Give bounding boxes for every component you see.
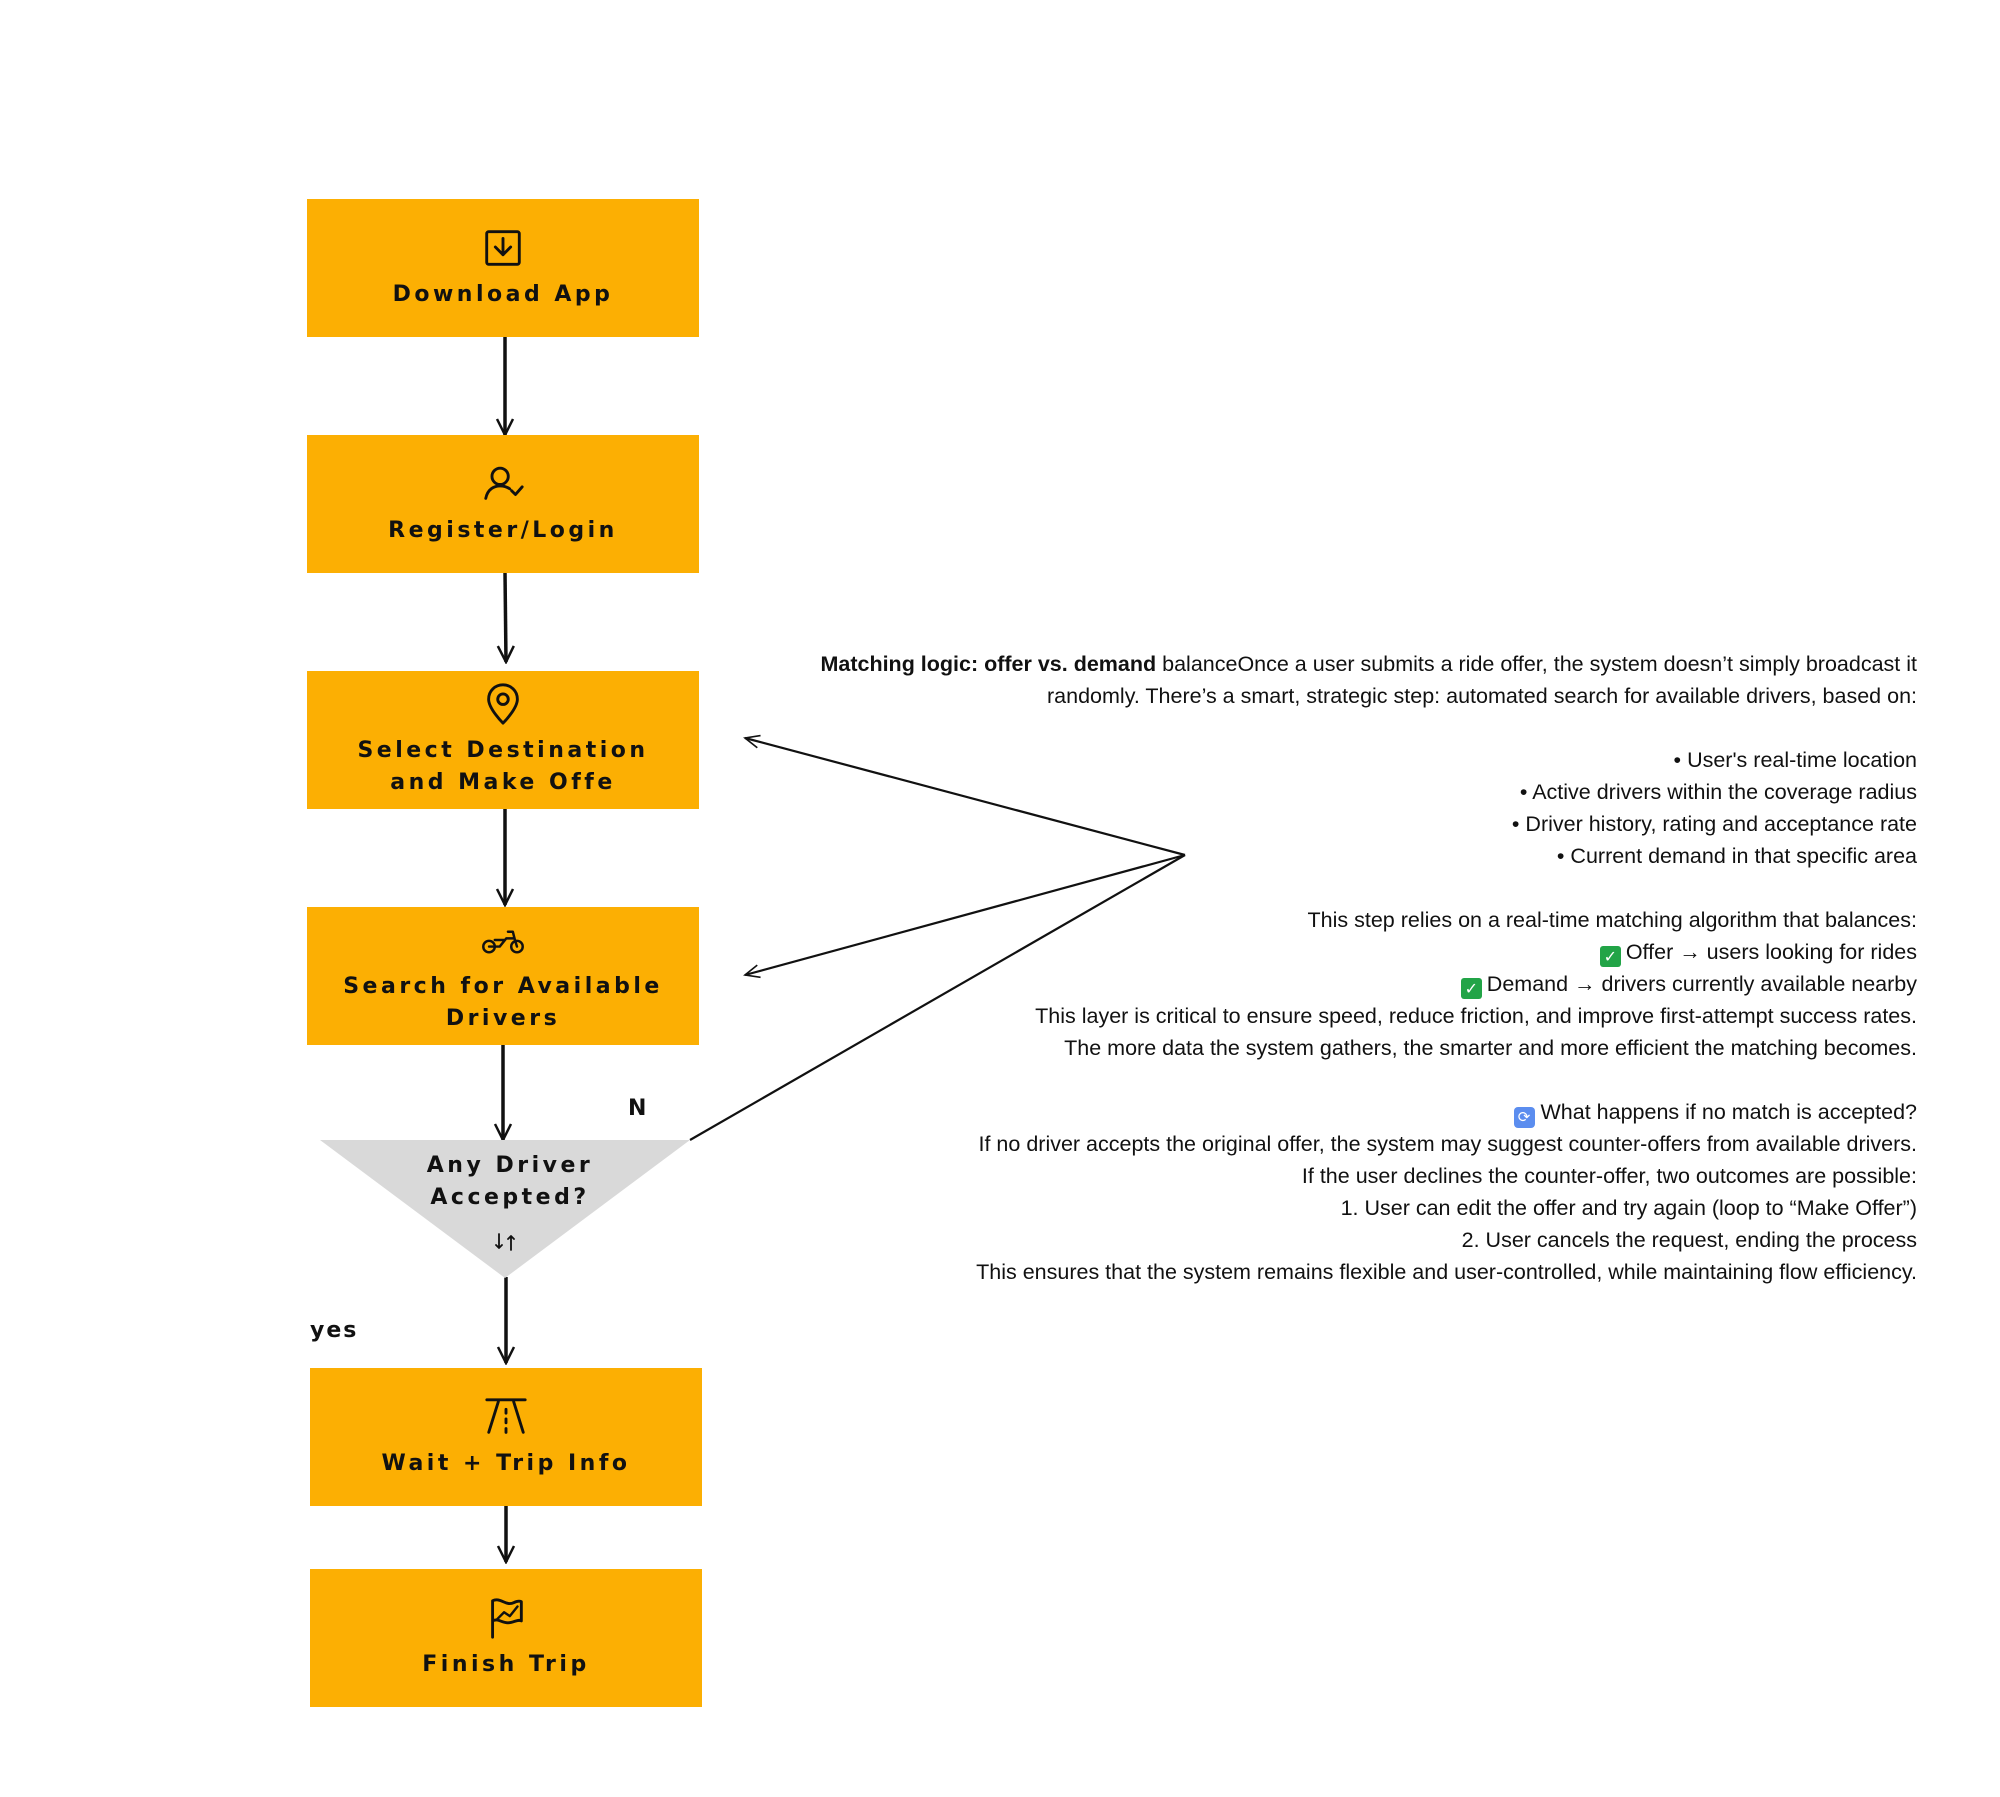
annotation-arrow-to-search: [745, 853, 1186, 975]
download-icon: [485, 230, 521, 266]
criteria-item: Active drivers within the coverage radiu…: [777, 776, 1917, 808]
decision-shape: [320, 1140, 690, 1278]
step-wait-trip-info: Wait + Trip Info: [310, 1368, 702, 1506]
step-search-drivers: Search for Available Drivers: [307, 907, 699, 1045]
user-check-icon: [484, 466, 524, 500]
outcome-text: User cancels the request, ending the pro…: [1485, 1228, 1917, 1252]
matching-logic-panel: Matching logic: offer vs. demand balance…: [777, 648, 1917, 1288]
critical-line: This layer is critical to ensure speed, …: [1035, 1004, 1917, 1028]
panel-heading-line2: randomly. There’s a smart, strategic ste…: [1047, 684, 1917, 708]
refresh-icon: ⟳: [1513, 1107, 1535, 1128]
criteria-item: Driver history, rating and acceptance ra…: [777, 808, 1917, 840]
question-text: What happens if no match is accepted?: [1540, 1100, 1917, 1124]
step-download-app: Download App: [307, 199, 699, 337]
motorcycle-icon: [482, 930, 524, 954]
algorithm-intro: This step relies on a real-time matching…: [1307, 908, 1917, 932]
step-label: Wait + Trip Info: [381, 1451, 631, 1476]
flag-icon: [491, 1598, 523, 1639]
decision-label: Any Driver Accepted?: [426, 1153, 594, 1210]
step-label: Finish Trip: [422, 1652, 590, 1677]
outcome-number: 1.: [1340, 1196, 1359, 1220]
check-icon: ✓: [1599, 946, 1621, 967]
step-finish-trip: Finish Trip: [310, 1569, 702, 1707]
panel-heading-bold: Matching logic: offer vs. demand: [820, 652, 1157, 676]
decision-yes-label: yes: [310, 1318, 359, 1343]
connector-register-destination: [505, 571, 506, 662]
balance-offer-line: ✓Offer → users looking for rides: [777, 936, 1917, 968]
panel-heading: Matching logic: offer vs. demand balance…: [777, 648, 1917, 680]
balance-demand-text: Demand → drivers currently available nea…: [1486, 972, 1917, 996]
decline-line: If the user declines the counter-offer, …: [1301, 1164, 1917, 1188]
counter-line: If no driver accepts the original offer,…: [978, 1132, 1917, 1156]
data-line: The more data the system gathers, the sm…: [1064, 1036, 1917, 1060]
swap-arrows-icon: [495, 1233, 515, 1251]
step-label: Register/Login: [388, 518, 618, 543]
outcome-item: 2.User cancels the request, ending the p…: [777, 1224, 1917, 1256]
closing-line: This ensures that the system remains fle…: [976, 1260, 1917, 1284]
outcome-item: 1.User can edit the offer and try again …: [777, 1192, 1917, 1224]
balance-offer-text: Offer → users looking for rides: [1625, 940, 1917, 964]
step-label: Download App: [392, 282, 614, 307]
decision-no-label: N: [628, 1096, 649, 1121]
road-icon: [485, 1398, 527, 1434]
balance-demand-line: ✓Demand → drivers currently available ne…: [777, 968, 1917, 1000]
criteria-item: User's real-time location: [777, 744, 1917, 776]
outcome-text: User can edit the offer and try again (l…: [1364, 1196, 1917, 1220]
annotation-line-to-decision: [689, 854, 1186, 1141]
check-icon: ✓: [1460, 978, 1482, 999]
step-select-destination: Select Destination and Make Offe: [307, 671, 699, 809]
panel-heading-rest: balanceOnce a user submits a ride offer,…: [1156, 652, 1917, 676]
step-label: Select Destination and Make Offe: [357, 738, 649, 795]
step-label: Search for Available Drivers: [343, 974, 663, 1031]
question-line: ⟳What happens if no match is accepted?: [777, 1096, 1917, 1128]
criteria-item: Current demand in that specific area: [777, 840, 1917, 872]
outcome-number: 2.: [1461, 1228, 1480, 1252]
map-pin-icon: [487, 683, 519, 725]
step-register-login: Register/Login: [307, 435, 699, 573]
